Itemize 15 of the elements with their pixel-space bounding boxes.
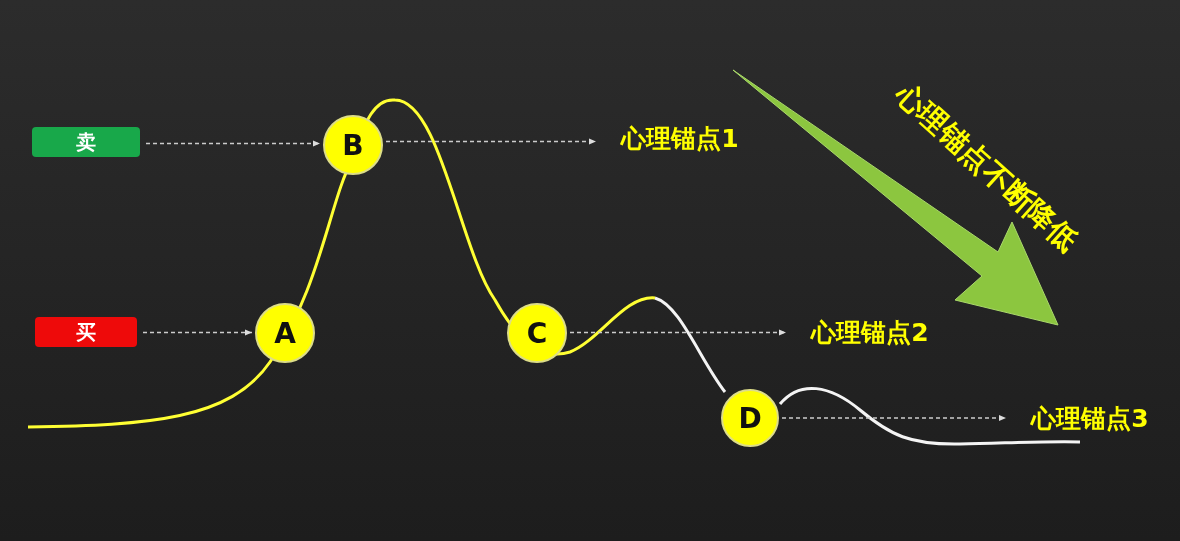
point-circle: A — [255, 303, 315, 363]
anchor-label: 心理锚点3 — [1010, 400, 1170, 436]
signal-tag: 卖 — [32, 127, 140, 157]
anchor-label: 心理锚点1 — [600, 120, 760, 156]
arrow — [142, 329, 253, 336]
arrow — [385, 138, 597, 145]
signal-tag: 买 — [35, 317, 137, 347]
arrow — [781, 415, 1007, 421]
point-circle: C — [507, 303, 567, 363]
point-circle: B — [323, 115, 383, 175]
arrow — [569, 329, 787, 336]
arrow — [145, 140, 321, 147]
trend-label: 心理锚点不断降低 — [888, 76, 1086, 260]
anchor-label: 心理锚点2 — [790, 314, 950, 350]
point-circle: D — [721, 389, 779, 447]
